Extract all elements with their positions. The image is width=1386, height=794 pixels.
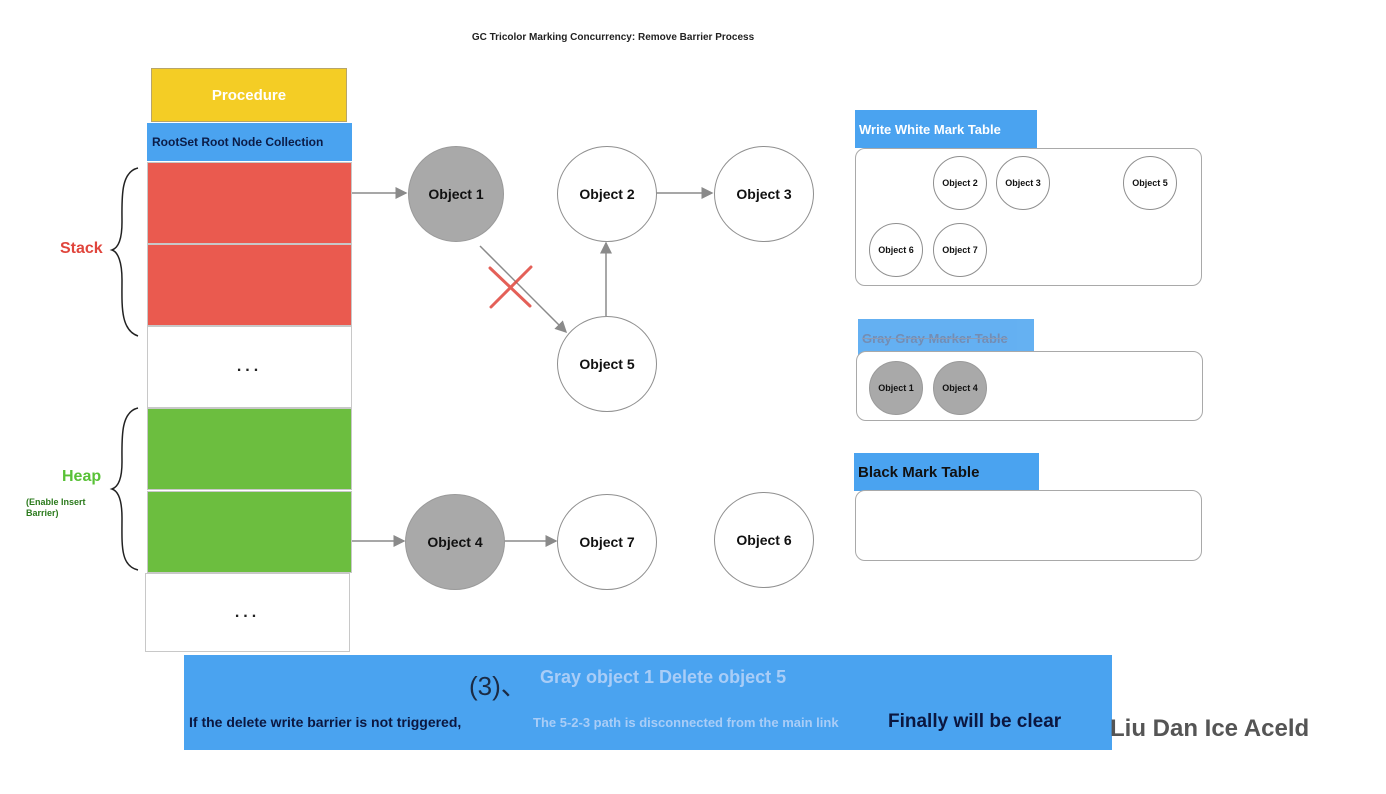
author-signature: Liu Dan Ice Aceld bbox=[1110, 715, 1310, 742]
node-object1: Object 1 bbox=[408, 146, 504, 242]
white-item-object5: Object 5 bbox=[1123, 156, 1177, 210]
node-object7: Object 7 bbox=[557, 494, 657, 590]
black-table-header: Black Mark Table bbox=[854, 453, 1039, 491]
white-item-object3: Object 3 bbox=[996, 156, 1050, 210]
caption-line-mid: The 5-2-3 path is disconnected from the … bbox=[533, 715, 839, 730]
node-object3: Object 3 bbox=[714, 146, 814, 242]
stack-slot-2 bbox=[147, 244, 352, 326]
gray-item-object1: Object 1 bbox=[869, 361, 923, 415]
white-item-object6: Object 6 bbox=[869, 223, 923, 277]
node-object4: Object 4 bbox=[405, 494, 505, 590]
stack-label: Stack bbox=[60, 240, 103, 257]
heap-sublabel: (Enable Insert Barrier) bbox=[26, 497, 86, 518]
step-number: (3)、 bbox=[469, 671, 527, 701]
node-object2: Object 2 bbox=[557, 146, 657, 242]
black-table-box bbox=[855, 490, 1202, 561]
white-table-header: Write White Mark Table bbox=[855, 110, 1037, 148]
stack-ellipsis: ... bbox=[147, 326, 352, 408]
stack-slot-1 bbox=[147, 162, 352, 244]
step-text: Gray object 1 Delete object 5 bbox=[540, 667, 787, 687]
heap-label: Heap bbox=[62, 468, 102, 485]
white-item-object7: Object 7 bbox=[933, 223, 987, 277]
heap-brace bbox=[109, 407, 139, 571]
delete-cross-mark bbox=[488, 265, 533, 309]
gray-item-object4: Object 4 bbox=[933, 361, 987, 415]
caption-line-left: If the delete write barrier is not trigg… bbox=[189, 714, 462, 730]
arrow-object1-to-object5 bbox=[479, 245, 568, 334]
gray-table-header: Gray Gray Marker Table bbox=[858, 319, 1034, 357]
white-item-object2: Object 2 bbox=[933, 156, 987, 210]
caption-line-right: Finally will be clear bbox=[888, 711, 1062, 732]
rootset-header: RootSet Root Node Collection bbox=[147, 123, 352, 161]
heap-slot-1 bbox=[147, 408, 352, 490]
node-object6: Object 6 bbox=[714, 492, 814, 588]
node-object5: Object 5 bbox=[557, 316, 657, 412]
heap-ellipsis: ... bbox=[145, 573, 350, 652]
diagram-title: GC Tricolor Marking Concurrency: Remove … bbox=[471, 32, 755, 43]
procedure-header: Procedure bbox=[151, 68, 347, 122]
stack-brace bbox=[109, 167, 139, 337]
caption-bar bbox=[184, 655, 1112, 750]
heap-slot-2 bbox=[147, 491, 352, 573]
